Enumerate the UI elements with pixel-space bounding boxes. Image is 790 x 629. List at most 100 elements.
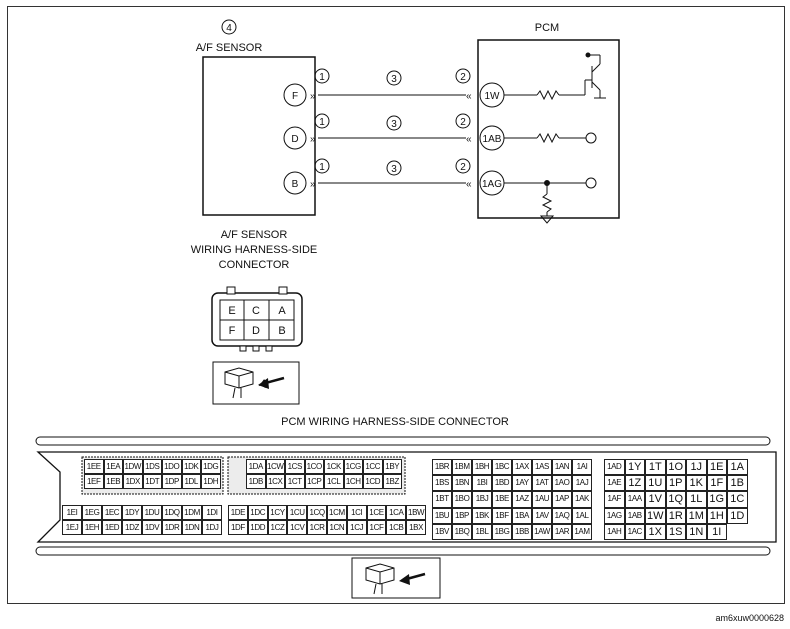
connector-pin-B: B — [278, 325, 285, 337]
callout-circle — [314, 158, 330, 174]
pcm-pin-1ac: 1AC — [624, 523, 645, 540]
pcm-pin-1cp: 1CP — [304, 474, 324, 489]
pcm-pin-1do: 1DO — [162, 459, 182, 474]
pcm-pin-1dv: 1DV — [142, 520, 162, 535]
pcm-pin-1de: 1DE — [228, 505, 248, 520]
pcm-pin-1u: 1U — [645, 475, 666, 492]
pcm-pin-1o: 1O — [665, 459, 686, 476]
harness-caption-line3: CONNECTOR — [219, 259, 290, 271]
pcm-pin-1bo: 1BO — [452, 491, 472, 508]
pcm-pin-1av: 1AV — [532, 507, 552, 524]
pcm-pin-1d: 1D — [727, 507, 748, 524]
pcm-pin-1br: 1BR — [432, 459, 452, 476]
pcm-internal-circuit — [504, 52, 606, 224]
pcm-pin-1j: 1J — [686, 459, 707, 476]
pcm-pin-1ak: 1AK — [572, 491, 592, 508]
pcm-pin-1af: 1AF — [604, 491, 625, 508]
pcm-pin-1ds: 1DS — [142, 459, 162, 474]
pcm-pin-1dz: 1DZ — [122, 520, 142, 535]
callout-circle — [455, 158, 471, 174]
pcm-pin-1bt: 1BT — [432, 491, 452, 508]
pcm-pin-1ef: 1EF — [84, 474, 104, 489]
af-sensor-title: A/F SENSOR — [196, 42, 263, 54]
pcm-pin-1ai: 1AI — [572, 459, 592, 476]
pcm-connector-view-icon — [351, 557, 441, 599]
pcm-pin-1ba: 1BA — [512, 507, 532, 524]
callout-2: 2 — [460, 117, 466, 128]
pcm-pin-1bf: 1BF — [492, 507, 512, 524]
callout-circle — [386, 70, 402, 86]
pcm-pin-1as: 1AS — [532, 459, 552, 476]
pcm-pin-1ea: 1EA — [103, 459, 123, 474]
pcm-pin-1ee: 1EE — [84, 459, 104, 474]
pcm-pin-1bz: 1BZ — [382, 474, 402, 489]
pcm-pin-1z: 1Z — [624, 475, 645, 492]
pcm-pin-1c: 1C — [727, 491, 748, 508]
pcm-pin-1aa: 1AA — [624, 491, 645, 508]
pcm-pin-1cw: 1CW — [265, 459, 285, 474]
pcm-pin-1ch: 1CH — [343, 474, 363, 489]
pcm-pin-1bw: 1BW — [406, 505, 426, 520]
pcm-pin-1b: 1B — [727, 475, 748, 492]
figure-code: am6xuw0000628 — [715, 613, 784, 623]
pcm-pin-1dr: 1DR — [162, 520, 182, 535]
callout-circle — [455, 68, 471, 84]
callout-circle — [386, 160, 402, 176]
plug-mark: » — [310, 134, 316, 145]
pcm-pin-1dw: 1DW — [123, 459, 143, 474]
harness-caption-line2: WIRING HARNESS-SIDE — [191, 244, 318, 256]
pcm-pin-1dk: 1DK — [181, 459, 201, 474]
pcm-pin-1cm: 1CM — [327, 505, 347, 520]
callout-2: 2 — [460, 72, 466, 83]
pcm-pin-1dm: 1DM — [182, 505, 202, 520]
pcm-pin-1bg: 1BG — [492, 523, 512, 540]
pcm-pin-1dt: 1DT — [142, 474, 162, 489]
pcm-pin-1cl: 1CL — [324, 474, 344, 489]
callout-circle — [314, 68, 330, 84]
pcm-pin-1eb: 1EB — [103, 474, 123, 489]
pcm-pin-1ca: 1CA — [386, 505, 407, 520]
pcm-pin-1eg: 1EG — [82, 505, 102, 520]
pcm-pin-1bm: 1BM — [452, 459, 472, 476]
pcm-pin-1am: 1AM — [572, 523, 592, 540]
pcm-pin-1dg: 1DG — [201, 459, 221, 474]
pcm-pin-1dp: 1DP — [162, 474, 182, 489]
callout-circle — [455, 113, 471, 129]
pcm-pin-1ci: 1CI — [346, 505, 367, 520]
pcm-pin-1t: 1T — [645, 459, 666, 476]
pin-label-D: D — [291, 134, 298, 145]
pcm-pin-1au: 1AU — [532, 491, 552, 508]
pcm-pin-1cs: 1CS — [285, 459, 305, 474]
pcm-pin-1di: 1DI — [202, 505, 222, 520]
pcm-pin-1cb: 1CB — [386, 520, 407, 535]
pcm-pin-1cz: 1CZ — [267, 520, 288, 535]
pcm-pin-1ei: 1EI — [62, 505, 82, 520]
pcm-pin-1bi: 1BI — [472, 475, 492, 492]
pcm-pin-1n: 1N — [686, 523, 707, 540]
harness-caption-line1: A/F SENSOR — [221, 229, 288, 241]
callout-circle — [314, 113, 330, 129]
pin-label-B: B — [292, 179, 299, 190]
af-sensor-connector-face: E C A F D B — [211, 286, 303, 352]
pcm-pin-1p: 1P — [665, 475, 686, 492]
callout-3: 3 — [391, 164, 397, 175]
pcm-pin-1h: 1H — [706, 507, 727, 524]
pcm-pin-1e: 1E — [706, 459, 727, 476]
plug-mark: » — [310, 179, 316, 190]
pcm-pin-1cj: 1CJ — [346, 520, 367, 535]
pcm-pin-1db: 1DB — [246, 474, 266, 489]
pcm-pin-1ej: 1EJ — [62, 520, 82, 535]
pcm-pin-1bp: 1BP — [452, 507, 472, 524]
pcm-pin-1bl: 1BL — [472, 523, 492, 540]
pcm-pin-1ad: 1AD — [604, 459, 625, 476]
pcm-pin-1cn: 1CN — [327, 520, 347, 535]
pin-label-1AB: 1AB — [483, 134, 502, 145]
pcm-pin-1cr: 1CR — [307, 520, 327, 535]
pcm-pin-1cd: 1CD — [363, 474, 383, 489]
pcm-pin-1aq: 1AQ — [552, 507, 572, 524]
pcm-pin-1x: 1X — [645, 523, 666, 540]
connector-view-icon — [212, 361, 300, 405]
pcm-pin-1by: 1BY — [382, 459, 402, 474]
connector-pin-D: D — [252, 325, 260, 337]
connector-pin-F: F — [229, 325, 236, 337]
